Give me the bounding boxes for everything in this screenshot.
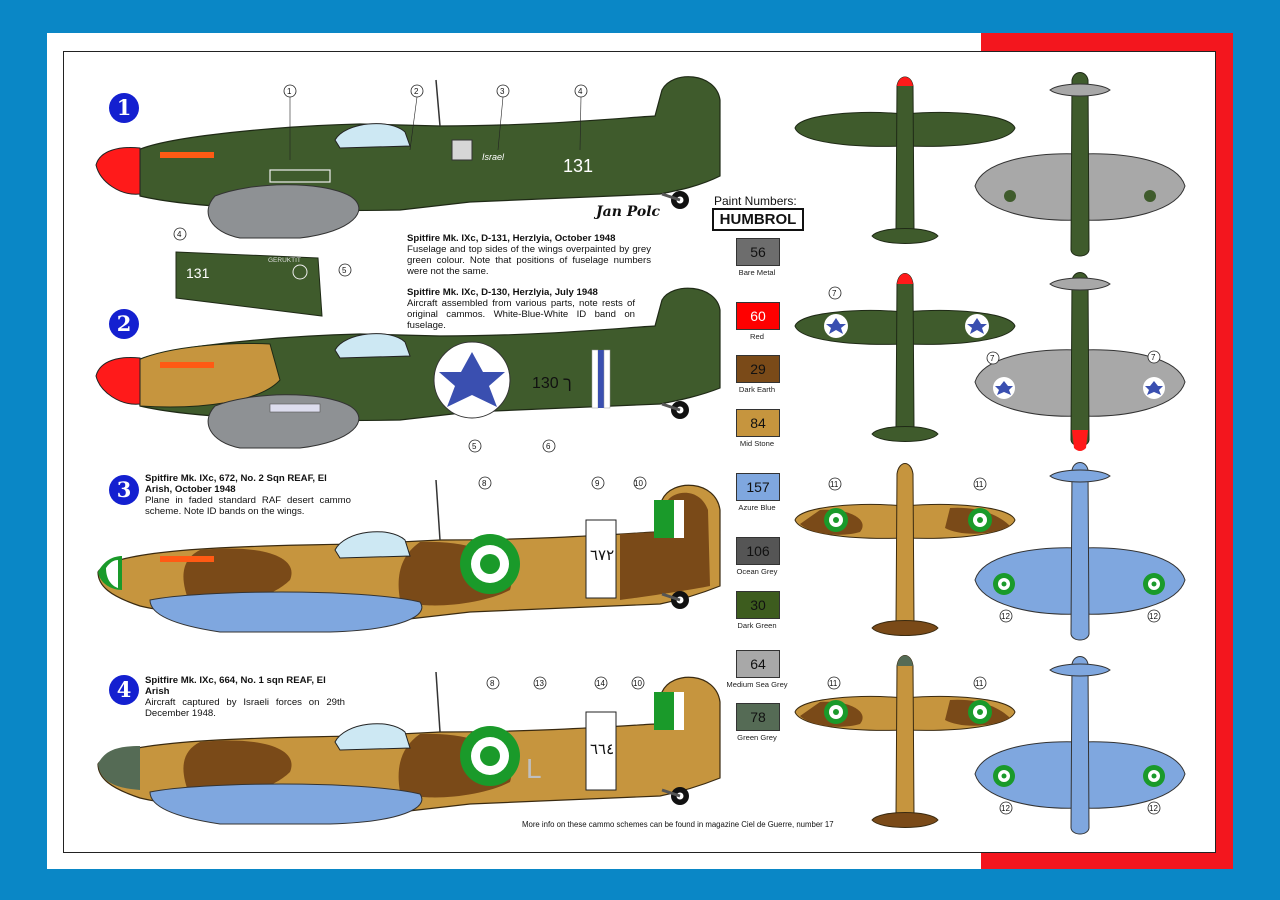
paint-name-30: Dark Green	[737, 621, 777, 630]
callout-12b: 12	[1149, 612, 1158, 621]
scheme-4-title: Spitfire Mk. IXc, 664, No. 1 sqn REAF, E…	[145, 675, 326, 697]
plane2-top-view	[794, 273, 1016, 442]
callout-3: 3	[500, 87, 505, 96]
plane2-side-view: 130 ך	[95, 287, 721, 449]
paint-chip-64: 64	[736, 650, 780, 678]
paint-name-106: Ocean Grey	[736, 567, 778, 576]
callout-4b: 4	[177, 230, 182, 239]
callout-5a: 5	[342, 266, 347, 275]
plane1-serial: 131	[563, 156, 593, 176]
callout-markers: 1 2 3 4 4 5 5 6 7 7 7 8 9 10 11 11 12 12…	[173, 84, 1161, 815]
inset-serial: 131	[186, 265, 210, 281]
scheme-2-description: Spitfire Mk. IXc, D-130, Herzlyia, July …	[407, 287, 635, 331]
callout-14: 14	[596, 679, 605, 688]
scheme-2-title: Spitfire Mk. IXc, D-130, Herzlyia, July …	[407, 287, 598, 298]
paint-chip-106: 106	[736, 537, 780, 565]
plane1-top-view	[794, 76, 1016, 244]
scheme-4-badge: 4	[109, 675, 139, 705]
scheme-1-text: Fuselage and top sides of the wings over…	[407, 244, 651, 277]
paint-chip-60: 60	[736, 302, 780, 330]
scheme-1-title: Spitfire Mk. IXc, D-131, Herzlyia, Octob…	[407, 233, 616, 244]
callout-9: 9	[595, 479, 600, 488]
aircraft-artwork: 131 Israel Jan Polc 131 GERUKTIT	[95, 72, 1186, 835]
plane1-tail-word: Israel	[482, 152, 505, 162]
callout-12a: 12	[1001, 612, 1010, 621]
callout-8a: 8	[482, 479, 487, 488]
callout-12c: 12	[1001, 804, 1010, 813]
scheme-1-badge: 1	[109, 93, 139, 123]
scheme-1-description: Spitfire Mk. IXc, D-131, Herzlyia, Octob…	[407, 233, 651, 277]
paint-chip-157: 157	[736, 473, 780, 501]
callout-5b: 5	[472, 442, 477, 451]
scheme-2-badge: 2	[109, 309, 139, 339]
paint-name-64: Medium Sea Grey	[726, 680, 788, 689]
plane4-letter: L	[526, 753, 542, 784]
plane3-side-view: ٦٧٢	[97, 479, 721, 633]
plane3-bottom-view	[974, 462, 1186, 641]
paint-numbers-header: Paint Numbers:	[714, 194, 797, 208]
callout-8b: 8	[490, 679, 495, 688]
paint-chip-84: 84	[736, 409, 780, 437]
plane3-serial: ٦٧٢	[590, 547, 614, 564]
callout-7b: 7	[990, 354, 995, 363]
scheme-4-description: Spitfire Mk. IXc, 664, No. 1 sqn REAF, E…	[145, 675, 345, 719]
scheme-2-text: Aircraft assembled from various parts, n…	[407, 298, 635, 331]
paint-name-29: Dark Earth	[738, 385, 776, 394]
paint-brand: HUMBROL	[712, 208, 804, 231]
callout-6: 6	[546, 442, 551, 451]
plane1-fuselage-inset: 131 GERUKTIT	[175, 251, 323, 317]
plane4-top-view	[794, 655, 1016, 828]
callout-10a: 10	[634, 479, 643, 488]
plane1-bottom-view	[974, 72, 1186, 257]
callout-11c: 11	[829, 679, 838, 688]
scheme-3-badge: 3	[109, 475, 139, 505]
decal-sheet: 131 Israel Jan Polc 131 GERUKTIT	[47, 33, 1233, 869]
paint-name-60: Red	[750, 332, 764, 341]
paint-name-78: Green Grey	[737, 733, 777, 742]
scheme-3-title: Spitfire Mk. IXc, 672, No. 2 Sqn REAF, E…	[145, 473, 327, 495]
paint-name-56: Bare Metal	[738, 268, 776, 277]
plane2-bottom-view	[974, 272, 1186, 451]
callout-1: 1	[287, 87, 292, 96]
inset-word: GERUKTIT	[268, 257, 301, 264]
callout-11a: 11	[830, 480, 839, 489]
footnote: More info on these cammo schemes can be …	[522, 820, 834, 829]
callout-13: 13	[535, 679, 544, 688]
callout-7c: 7	[1151, 353, 1156, 362]
callout-7a: 7	[832, 289, 837, 298]
callout-2: 2	[414, 87, 419, 96]
scheme-4-text: Aircraft captured by Israeli forces on 2…	[145, 697, 345, 719]
plane4-side-view: L ٦٦٤	[97, 671, 721, 825]
paint-chip-30: 30	[736, 591, 780, 619]
scheme-3-text: Plane in faded standard RAF desert cammo…	[145, 495, 351, 517]
callout-11d: 11	[975, 679, 984, 688]
callout-12d: 12	[1149, 804, 1158, 813]
plane2-serial: 130 ך	[532, 375, 572, 392]
pilot-signature: Jan Polc	[593, 204, 661, 220]
callout-11b: 11	[975, 480, 984, 489]
paint-chip-78: 78	[736, 703, 780, 731]
plane1-side-view: 131 Israel Jan Polc	[95, 76, 721, 239]
callout-4a: 4	[578, 87, 583, 96]
paint-name-157: Azure Blue	[738, 503, 776, 512]
callout-10b: 10	[633, 679, 642, 688]
plane3-top-view	[794, 463, 1016, 636]
plane4-serial: ٦٦٤	[590, 741, 614, 758]
paint-chip-29: 29	[736, 355, 780, 383]
plane4-bottom-view	[974, 656, 1186, 835]
paint-name-84: Mid Stone	[739, 439, 775, 448]
paint-chip-56: 56	[736, 238, 780, 266]
scheme-3-description: Spitfire Mk. IXc, 672, No. 2 Sqn REAF, E…	[145, 473, 351, 517]
